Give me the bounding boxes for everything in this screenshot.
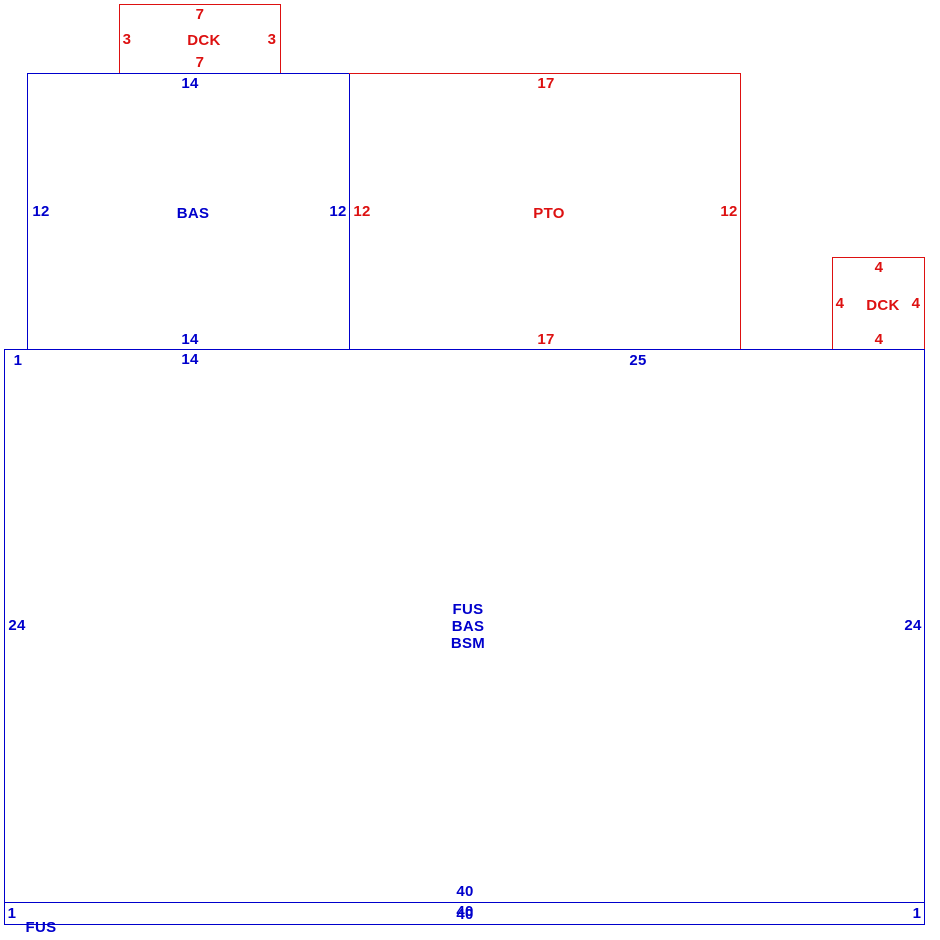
dck-right-top-dim: 4 (874, 259, 884, 276)
main-code-fus: FUS (452, 601, 484, 618)
main-top-dim-b: 25 (629, 352, 647, 369)
pto-left-dim: 12 (353, 203, 371, 220)
main-right-dim: 24 (904, 617, 922, 634)
main-code-bsm: BSM (450, 635, 486, 652)
pto-right-dim: 12 (720, 203, 738, 220)
bas-upper-left-dim: 12 (32, 203, 50, 220)
main-code-bas: BAS (451, 618, 485, 635)
bas-upper-right-dim: 12 (329, 203, 347, 220)
fus-strip-left-dim: 1 (7, 905, 17, 922)
dck-top-left-dim: 3 (122, 31, 132, 48)
main-codes: FUS BAS BSM (440, 601, 496, 652)
bas-upper-code: BAS (176, 205, 210, 222)
pto-bottom-dim: 17 (537, 331, 555, 348)
dck-right-bottom-dim: 4 (874, 331, 884, 348)
pto-code: PTO (533, 205, 565, 222)
pto-top-dim: 17 (537, 75, 555, 92)
bas-upper-bottom-dim: 14 (181, 331, 199, 348)
dck-top-code: DCK (187, 32, 221, 49)
main-left-dim: 24 (8, 617, 26, 634)
fus-strip-area (4, 902, 925, 925)
dck-top-right-dim: 3 (267, 31, 277, 48)
fus-strip-top-dim: 40 (456, 903, 474, 920)
main-top-dim-a: 14 (181, 351, 199, 368)
dck-top-bottom-dim: 7 (195, 54, 205, 71)
bas-upper-top-dim: 14 (181, 75, 199, 92)
dck-right-left-dim: 4 (835, 295, 845, 312)
fus-strip-bottom-dim: 40 (456, 906, 474, 923)
dck-top-top-dim: 7 (195, 6, 205, 23)
main-top-left-dim: 1 (13, 352, 23, 369)
dck-right-right-dim: 4 (911, 295, 921, 312)
fus-strip-code: FUS (25, 919, 57, 936)
dck-right-code: DCK (866, 297, 900, 314)
main-bottom-dim: 40 (456, 883, 474, 900)
fus-strip-right-dim: 1 (912, 905, 922, 922)
